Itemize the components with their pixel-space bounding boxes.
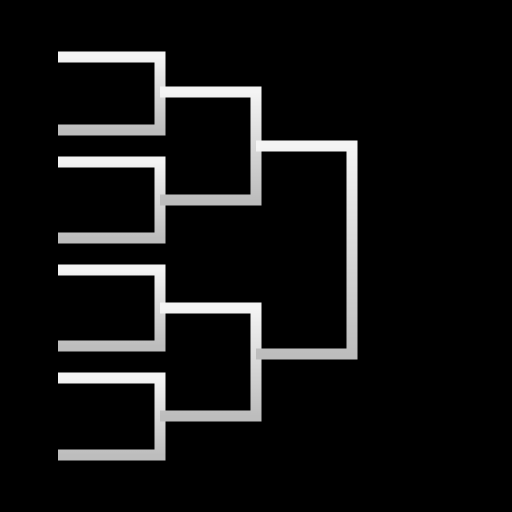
round-2-bracket-1 [160, 86, 262, 206]
round-1-bracket-1 [58, 51, 166, 136]
round-1-bracket-2 [58, 156, 166, 244]
round-3-bracket-final [256, 140, 358, 360]
round-2-bracket-2 [160, 302, 262, 422]
round-1-bracket-3 [58, 264, 166, 352]
round-1-bracket-4 [58, 372, 166, 461]
